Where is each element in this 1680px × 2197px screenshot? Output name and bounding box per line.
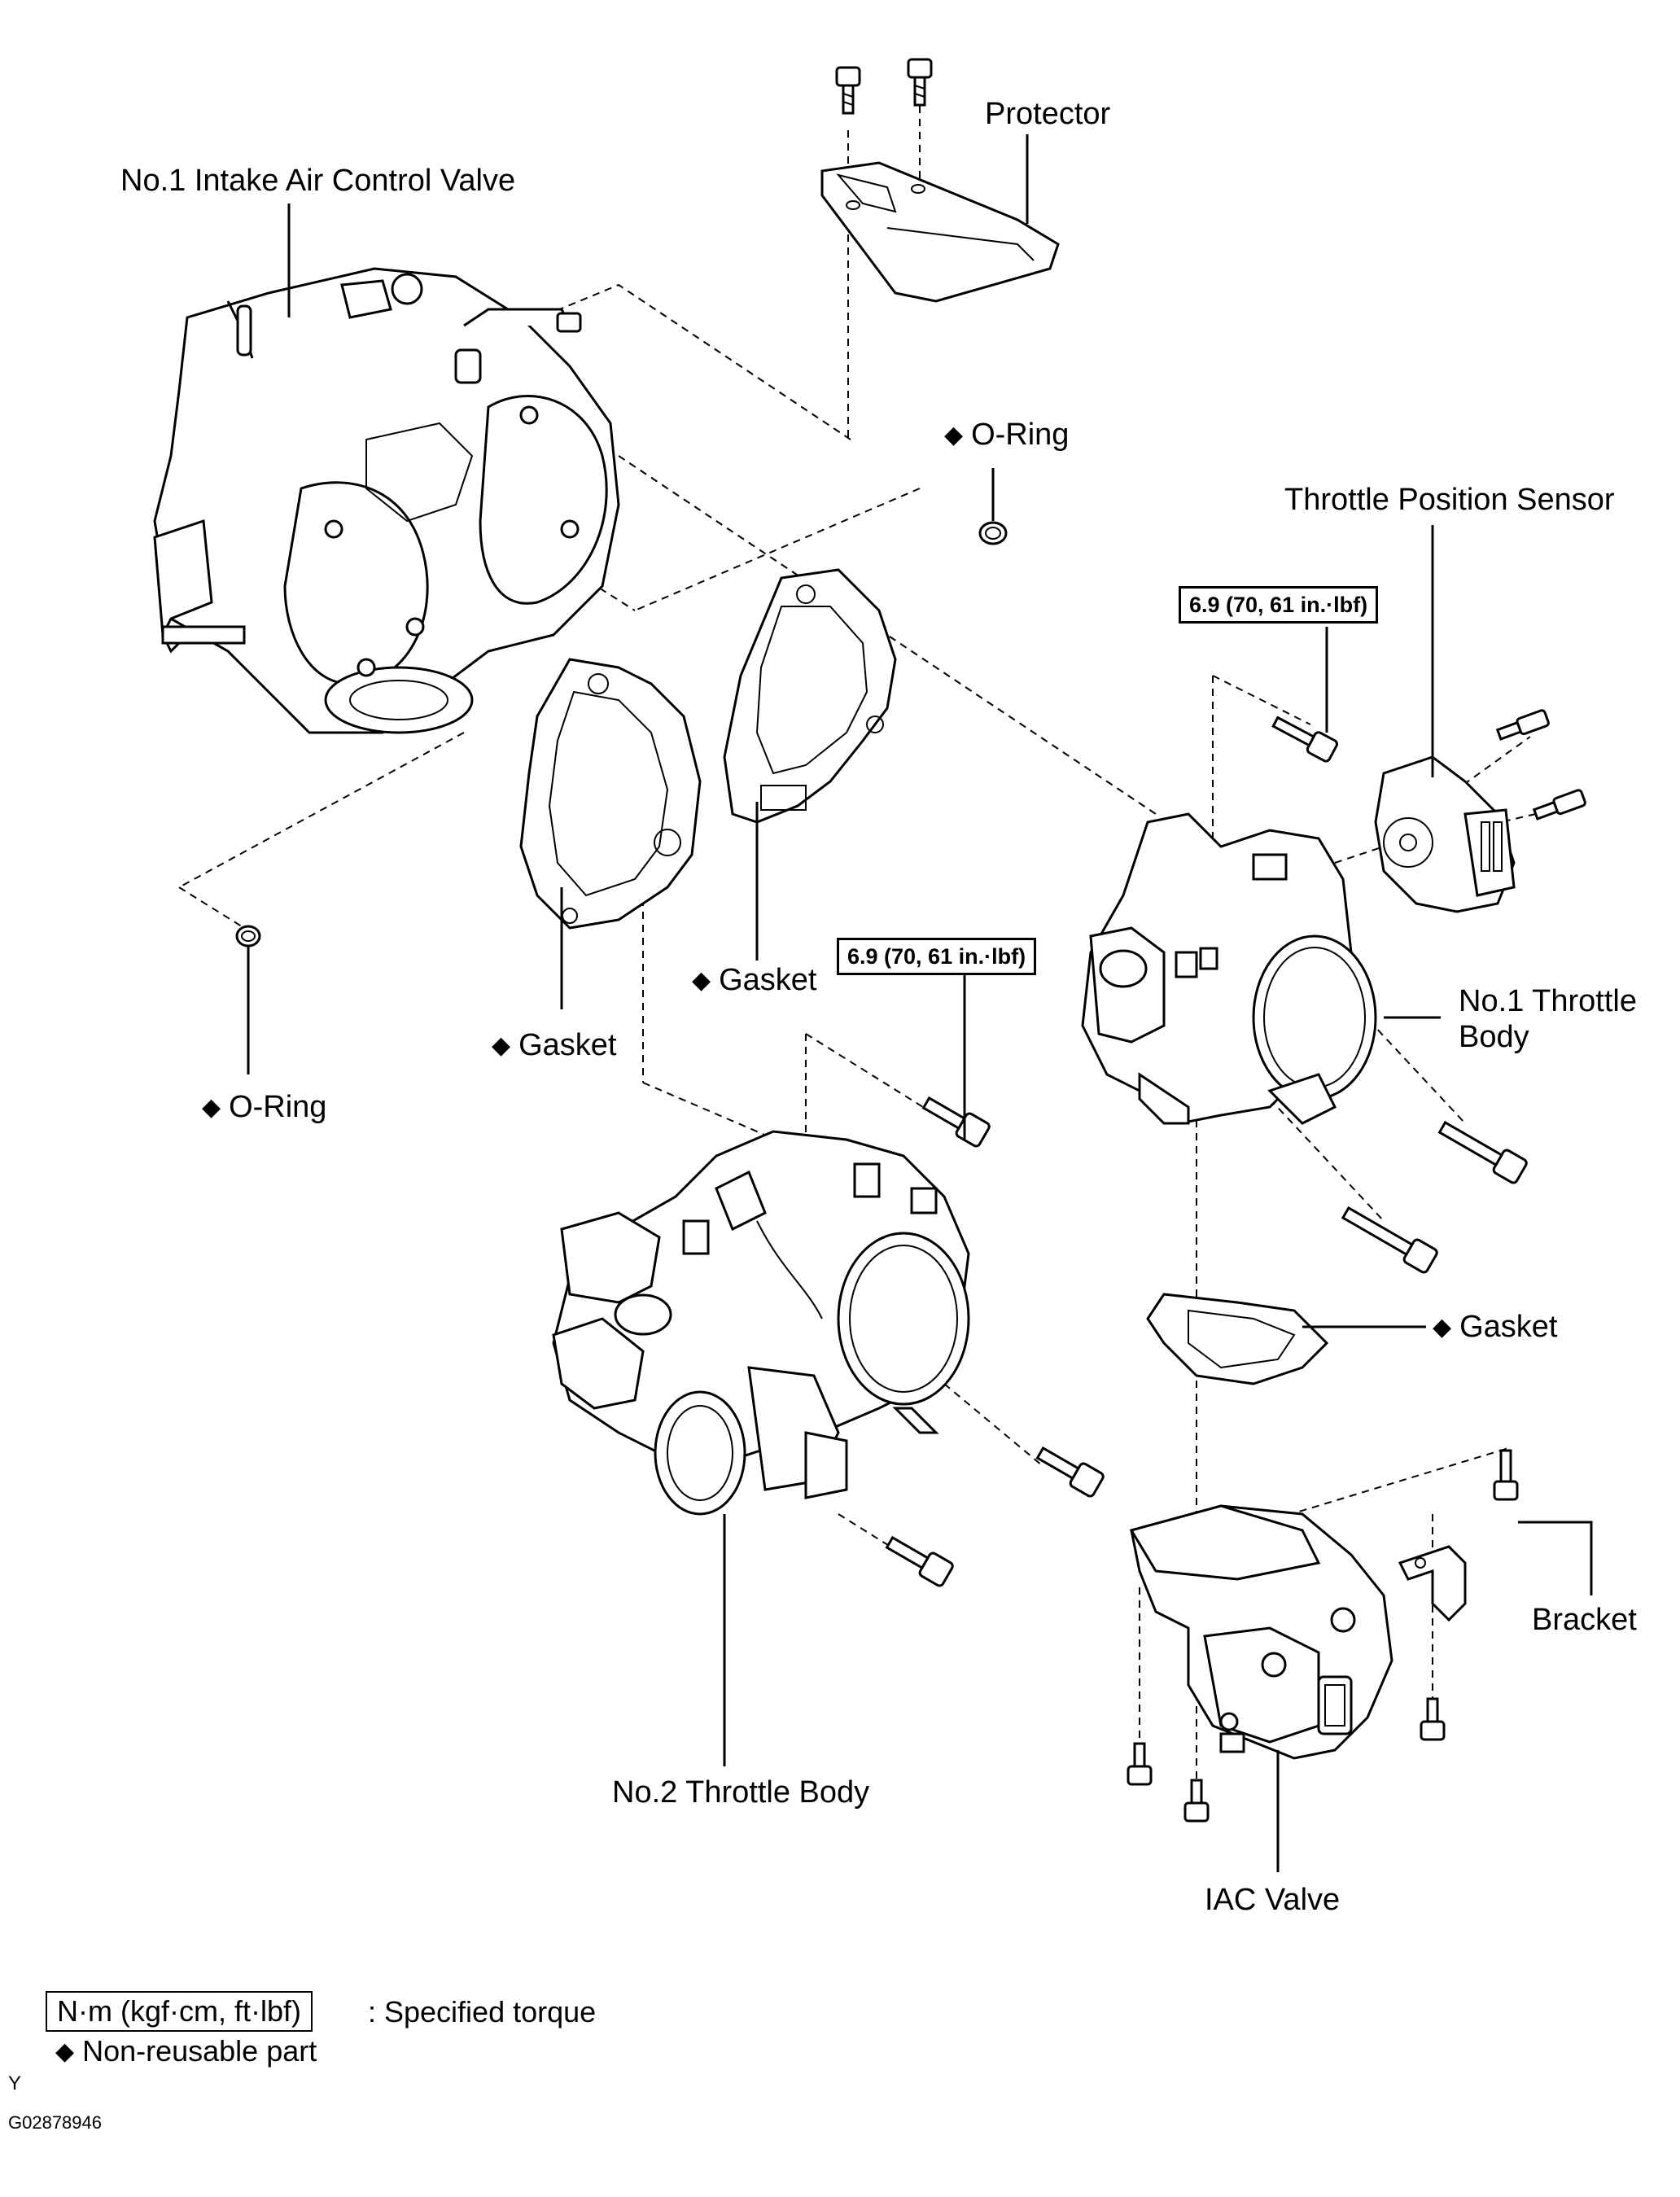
- o-ring-top-part: [978, 521, 1008, 545]
- non-reusable-diamond-icon: ◆: [944, 422, 964, 449]
- throttle-body-1-bolts: [1271, 716, 1528, 1274]
- protector-bolts: [835, 58, 933, 115]
- gasket-left-part: [519, 658, 702, 930]
- o-ring-top-label: ◆O-Ring: [944, 418, 1070, 452]
- throttle-body-2-part: [552, 1130, 970, 1516]
- throttle-body-1-part: [1081, 812, 1377, 1125]
- legend-nonreusable: ◆Non-reusable part: [55, 2034, 317, 2068]
- throttle-body-2-label: No.2 Throttle Body: [612, 1775, 870, 1810]
- figure-id: G02878946: [8, 2112, 102, 2133]
- gasket-mid-part: [723, 568, 897, 824]
- legend-torque-desc: : Specified torque: [368, 1995, 597, 2029]
- tps-screws: [1495, 709, 1586, 821]
- gasket-right-label: ◆Gasket: [1433, 1310, 1558, 1344]
- footer-letter: Y: [8, 2072, 22, 2094]
- intake-air-control-valve-part: [153, 267, 620, 734]
- protector-label: Protector: [985, 97, 1111, 131]
- legend-torque-unit-box: N·m (kgf·cm, ft·lbf): [46, 1991, 313, 2032]
- throttle-body-1-label-line2: Body: [1459, 1020, 1529, 1054]
- throttle-position-sensor-part: [1374, 755, 1516, 913]
- non-reusable-diamond-icon: ◆: [492, 1032, 511, 1059]
- non-reusable-diamond-icon: ◆: [55, 2038, 75, 2065]
- bracket-label: Bracket: [1532, 1603, 1637, 1637]
- intake-air-control-valve-label: No.1 Intake Air Control Valve: [120, 164, 516, 198]
- iac-valve-part: [1129, 1504, 1393, 1760]
- gasket-left-label: ◆Gasket: [492, 1028, 617, 1062]
- bracket-part: [1398, 1545, 1467, 1622]
- o-ring-left-part: [235, 925, 261, 948]
- throttle-body-1-label-line1: No.1 Throttle: [1459, 984, 1637, 1018]
- torque-spec-tps: 6.9 (70, 61 in.·lbf): [1179, 586, 1379, 624]
- throttle-position-sensor-label: Throttle Position Sensor: [1284, 483, 1615, 517]
- gasket-mid-label: ◆Gasket: [692, 963, 817, 997]
- iac-valve-label: IAC Valve: [1205, 1883, 1341, 1917]
- torque-spec-mid: 6.9 (70, 61 in.·lbf): [837, 938, 1037, 975]
- o-ring-left-label: ◆O-Ring: [202, 1090, 327, 1124]
- leader-lines: [247, 134, 1593, 1872]
- non-reusable-diamond-icon: ◆: [692, 967, 711, 994]
- iac-valve-bolts: [1127, 1449, 1519, 1823]
- protector-part: [820, 161, 1060, 303]
- non-reusable-diamond-icon: ◆: [1433, 1314, 1452, 1341]
- gasket-right-part: [1146, 1293, 1329, 1385]
- non-reusable-diamond-icon: ◆: [202, 1094, 221, 1121]
